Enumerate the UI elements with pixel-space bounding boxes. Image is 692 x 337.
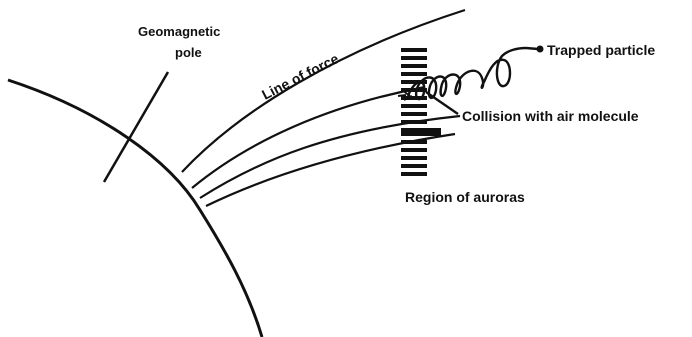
geomagnetic-pole-label-line2: pole — [175, 45, 202, 60]
aurora-region-bars — [401, 50, 427, 174]
line-of-force-label: Line of force — [259, 50, 341, 102]
trapped-particle-label: Trapped particle — [547, 42, 655, 58]
trapped-particle-dot — [537, 46, 544, 53]
geomagnetic-pole-label-line1: Geomagnetic — [138, 24, 220, 39]
earth-surface — [8, 80, 262, 337]
aurora-region-label: Region of auroras — [405, 189, 525, 205]
field-line-middle — [192, 87, 425, 188]
trapped-particle-pointer — [526, 48, 538, 49]
aurora-region-block — [401, 128, 441, 136]
collision-label: Collision with air molecule — [462, 108, 639, 124]
